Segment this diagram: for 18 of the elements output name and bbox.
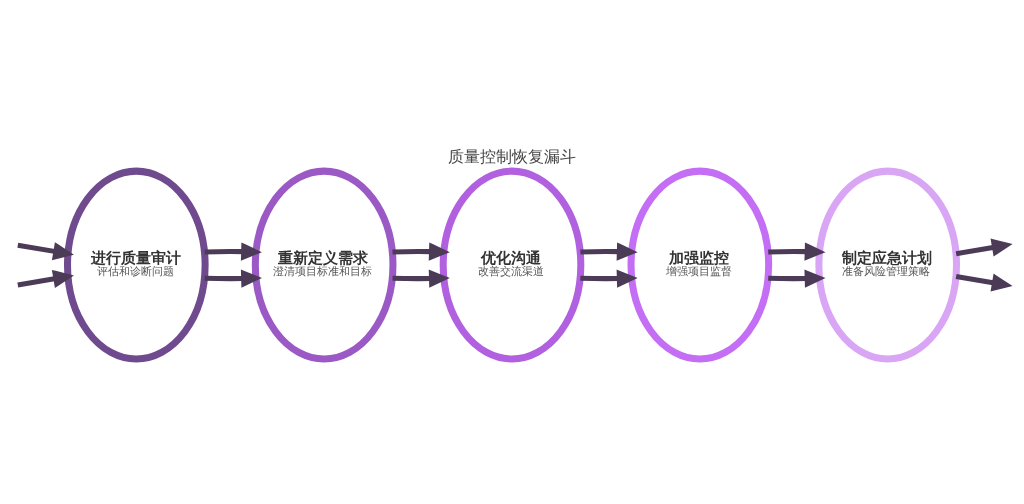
arrow (204, 242, 262, 261)
node-ellipse: 制定应急计划 准备风险管理策略 (815, 167, 960, 363)
node-ellipse: 进行质量审计 评估和诊断问题 (64, 167, 209, 363)
arrow (768, 242, 826, 261)
node-ellipse: 加强监控 增强项目监督 (627, 167, 773, 363)
node-ellipse: 重新定义需求 澄清项目标准和目标 (251, 167, 397, 363)
arrow (17, 242, 74, 261)
arrow (392, 269, 450, 288)
arrow (768, 269, 826, 288)
node-ellipse: 优化沟通 改善交流渠道 (439, 167, 585, 363)
arrow (580, 242, 638, 261)
arrow (17, 269, 74, 288)
diagram-title: 质量控制恢复漏斗 (448, 146, 576, 166)
arrow (392, 242, 450, 261)
arrow (955, 273, 1013, 292)
arrow (955, 238, 1013, 257)
arrow (204, 269, 262, 288)
arrow (580, 269, 638, 288)
